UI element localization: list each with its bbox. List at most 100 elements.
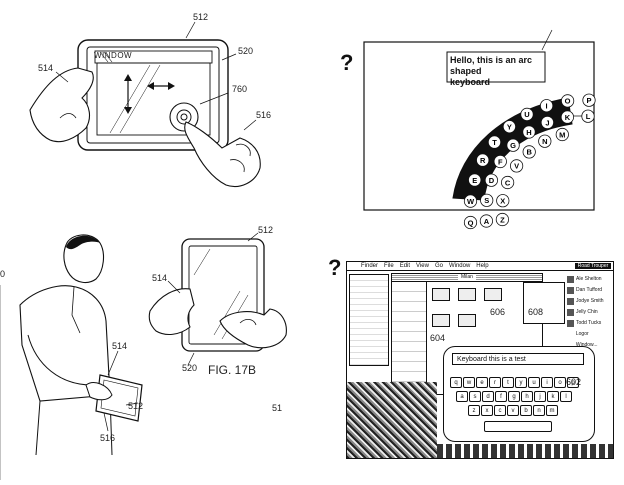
keyboard-key[interactable]: v (507, 405, 519, 416)
keyboard-key[interactable]: b (520, 405, 532, 416)
arc-key[interactable] (540, 99, 554, 113)
arc-key[interactable] (476, 153, 490, 167)
arc-key[interactable] (495, 212, 509, 227)
ref-604-label: 604 (430, 333, 446, 343)
arc-key[interactable] (496, 194, 510, 208)
ref-514-label: 514 (152, 273, 168, 283)
arc-key-label: J (545, 118, 549, 127)
keyboard-key[interactable]: q (450, 377, 462, 388)
menu-item[interactable]: Help (476, 263, 489, 269)
keyboard-key[interactable]: n (533, 405, 545, 416)
arc-key[interactable] (487, 135, 502, 149)
keyboard-key[interactable]: u (528, 377, 540, 388)
arc-key[interactable] (463, 215, 478, 230)
keyboard-key[interactable]: g (508, 391, 520, 402)
folder-icon[interactable] (432, 288, 450, 301)
folder-icon[interactable] (458, 288, 476, 301)
keyboard-key[interactable]: t (502, 377, 514, 388)
keyboard-key[interactable]: l (560, 391, 572, 402)
ref-514-label: 514 (112, 341, 128, 351)
keyboard-key[interactable]: c (494, 405, 506, 416)
menu-item[interactable]: Go (434, 263, 443, 269)
keyboard-key[interactable]: h (521, 391, 533, 402)
keyboard-key[interactable]: d (482, 391, 494, 402)
keyboard-key[interactable]: r (489, 377, 501, 388)
arc-key-label: B (526, 148, 532, 157)
arc-key-label: Q (468, 218, 474, 227)
arc-key[interactable] (520, 107, 534, 122)
text-line-2: keyboard (450, 77, 491, 87)
menu-item[interactable]: File (384, 263, 394, 269)
arc-key-label: E (472, 176, 477, 185)
keyboard-key[interactable]: a (456, 391, 468, 402)
buddy-name[interactable]: Jodye Smith (576, 298, 604, 304)
arc-key-label: M (559, 130, 565, 139)
buddy-name[interactable]: Ale Shelton (576, 276, 602, 282)
buddy-name[interactable]: Todd Tucks (576, 320, 602, 326)
arc-key[interactable] (522, 125, 536, 139)
keyboard-key[interactable]: x (481, 405, 493, 416)
arc-key-label: T (492, 138, 497, 147)
menu-item[interactable]: View (416, 263, 429, 269)
arc-key-label: I (546, 102, 548, 111)
keyboard-key[interactable]: p (567, 377, 579, 388)
arc-key[interactable] (555, 127, 569, 142)
arc-key[interactable] (493, 154, 507, 169)
folder-icon[interactable] (432, 314, 450, 327)
menu-item[interactable]: Finder (361, 263, 379, 269)
ref-512-label: 512 (258, 225, 274, 235)
buddy-name[interactable]: Dan Tufford (576, 287, 603, 293)
keyboard-key[interactable]: m (546, 405, 558, 416)
ref-edge-label: 51 (272, 403, 283, 413)
keyboard-key[interactable]: w (463, 377, 475, 388)
arc-key[interactable] (501, 175, 515, 190)
buddy-name[interactable]: Logor Window... (575, 331, 598, 348)
arc-key-label: O (565, 97, 571, 106)
arc-key[interactable] (480, 193, 494, 207)
keyboard-key[interactable]: y (515, 377, 527, 388)
arc-key[interactable] (484, 173, 498, 187)
arc-key[interactable] (463, 194, 478, 208)
folder-icon[interactable] (458, 314, 476, 327)
keyboard-input-field[interactable]: Keyboard this is a test (452, 353, 584, 365)
arc-key[interactable] (582, 93, 596, 107)
question-mark: ? (328, 255, 342, 280)
arc-key-label: Y (507, 123, 512, 132)
arc-key[interactable] (506, 138, 520, 152)
arc-key[interactable] (479, 214, 493, 228)
tablet-screen (86, 46, 220, 144)
arc-key[interactable] (561, 94, 575, 108)
ref-606-label: 606 (490, 307, 506, 317)
arc-key[interactable] (540, 115, 554, 130)
keyboard-key[interactable]: e (476, 377, 488, 388)
keyboard-key[interactable]: i (541, 377, 553, 388)
arc-key[interactable] (468, 173, 482, 187)
keyboard-key[interactable]: o (554, 377, 566, 388)
arc-key-label: N (542, 137, 547, 146)
keyboard-key[interactable]: z (468, 405, 480, 416)
arc-key[interactable] (522, 145, 536, 159)
arc-key[interactable] (510, 159, 524, 173)
folder-icon[interactable] (484, 288, 502, 301)
ref-520-label: 520 (182, 363, 198, 373)
buddy-name[interactable]: Jelly Chin (576, 309, 598, 315)
window-body (96, 62, 211, 136)
finder-title: Milan (458, 274, 476, 280)
tablet-window-drawing (29, 21, 261, 187)
keyboard-key[interactable]: s (469, 391, 481, 402)
menu-item[interactable]: Window (448, 263, 471, 269)
arc-key[interactable] (581, 109, 595, 123)
left-hand (29, 67, 94, 143)
arc-key-label: R (480, 156, 486, 165)
desktop-photo (347, 382, 437, 458)
menu-item[interactable]: Edit (399, 263, 411, 269)
arc-key-label: S (484, 196, 489, 205)
arc-key-label: U (524, 110, 529, 119)
keyboard-key[interactable]: f (495, 391, 507, 402)
arc-key[interactable] (560, 110, 574, 124)
keyboard-key[interactable]: k (547, 391, 559, 402)
space-bar[interactable] (484, 421, 552, 432)
arc-key[interactable] (502, 120, 516, 134)
arc-key[interactable] (538, 134, 552, 148)
keyboard-key[interactable]: j (534, 391, 546, 402)
